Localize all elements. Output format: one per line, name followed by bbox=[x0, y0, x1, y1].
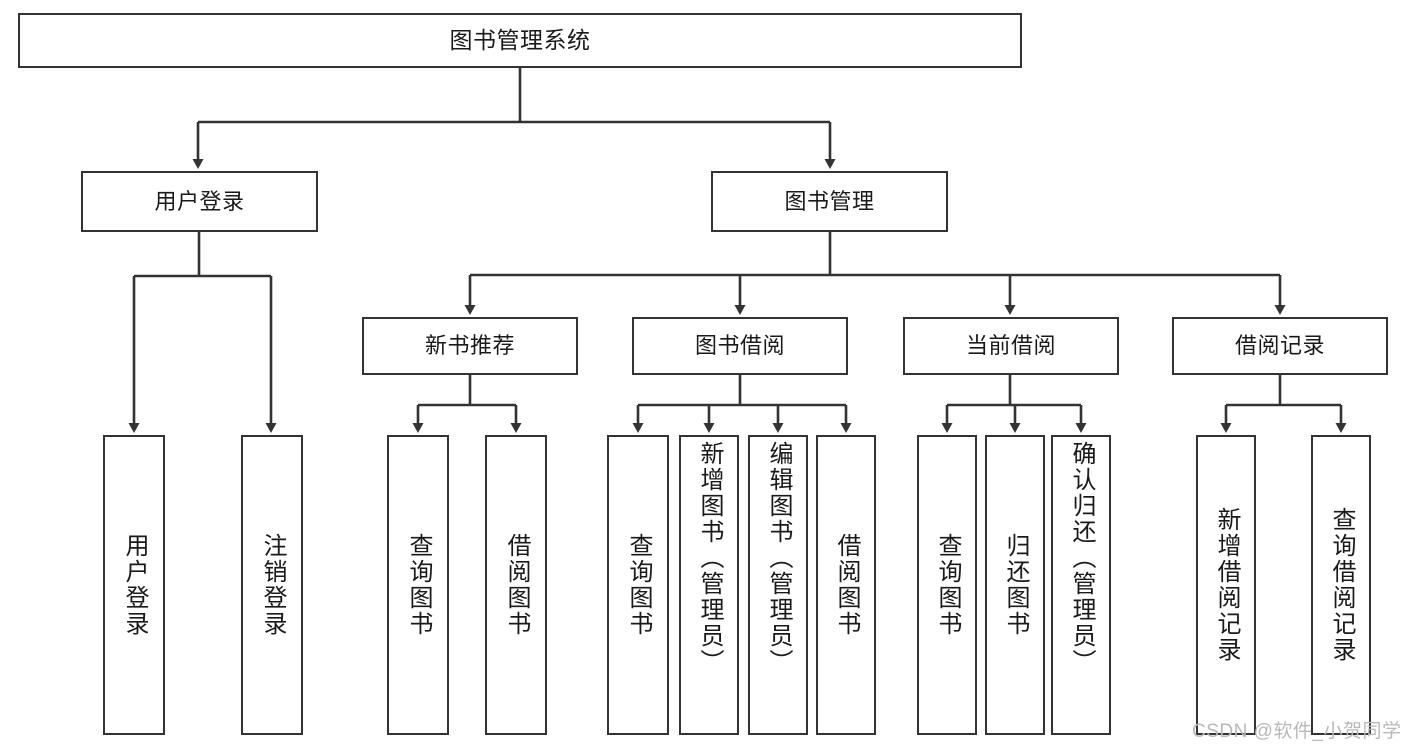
node-leaf-query-book-2-label: 查询图书 bbox=[625, 533, 652, 637]
node-leaf-confirm-return-admin-label: 确认归还（管理员） bbox=[1068, 441, 1095, 675]
node-root-label: 图书管理系统 bbox=[449, 26, 591, 53]
node-borrow-record-label: 借阅记录 bbox=[1234, 333, 1325, 359]
node-new-book-recommend[interactable]: 新书推荐 bbox=[362, 317, 578, 375]
node-leaf-add-book-admin[interactable]: 新增图书（管理员） bbox=[679, 435, 739, 735]
node-leaf-add-book-admin-label: 新增图书（管理员） bbox=[696, 441, 723, 675]
node-current-borrow[interactable]: 当前借阅 bbox=[903, 317, 1119, 375]
node-leaf-user-logout[interactable]: 注销登录 bbox=[241, 435, 303, 735]
node-book-management[interactable]: 图书管理 bbox=[711, 171, 948, 232]
node-leaf-add-borrow-record[interactable]: 新增借阅记录 bbox=[1196, 435, 1256, 735]
node-leaf-return-book[interactable]: 归还图书 bbox=[985, 435, 1045, 735]
node-leaf-query-book-2[interactable]: 查询图书 bbox=[607, 435, 669, 735]
node-book-management-label: 图书管理 bbox=[784, 188, 875, 214]
node-leaf-edit-book-admin[interactable]: 编辑图书（管理员） bbox=[748, 435, 808, 735]
node-leaf-return-book-label: 归还图书 bbox=[1002, 533, 1029, 637]
node-leaf-user-logout-label: 注销登录 bbox=[259, 533, 286, 637]
node-book-borrow-label: 图书借阅 bbox=[694, 333, 785, 359]
node-current-borrow-label: 当前借阅 bbox=[965, 333, 1056, 359]
node-leaf-user-login-label: 用户登录 bbox=[121, 533, 148, 637]
node-leaf-edit-book-admin-label: 编辑图书（管理员） bbox=[765, 441, 792, 675]
node-book-borrow[interactable]: 图书借阅 bbox=[632, 317, 848, 375]
node-leaf-borrow-book-1-label: 借阅图书 bbox=[503, 533, 530, 637]
node-user-login[interactable]: 用户登录 bbox=[81, 171, 318, 232]
node-leaf-borrow-book-1[interactable]: 借阅图书 bbox=[485, 435, 547, 735]
node-leaf-query-book-1[interactable]: 查询图书 bbox=[387, 435, 449, 735]
node-borrow-record[interactable]: 借阅记录 bbox=[1172, 317, 1388, 375]
node-leaf-query-book-3-label: 查询图书 bbox=[934, 533, 961, 637]
node-leaf-query-borrow-record[interactable]: 查询借阅记录 bbox=[1311, 435, 1371, 735]
node-leaf-add-borrow-record-label: 新增借阅记录 bbox=[1213, 507, 1240, 663]
node-new-book-recommend-label: 新书推荐 bbox=[424, 333, 515, 359]
node-user-login-label: 用户登录 bbox=[154, 188, 245, 214]
node-leaf-confirm-return-admin[interactable]: 确认归还（管理员） bbox=[1051, 435, 1111, 735]
node-leaf-query-book-3[interactable]: 查询图书 bbox=[917, 435, 977, 735]
node-leaf-user-login[interactable]: 用户登录 bbox=[103, 435, 165, 735]
node-leaf-borrow-book-2[interactable]: 借阅图书 bbox=[816, 435, 876, 735]
node-leaf-query-book-1-label: 查询图书 bbox=[405, 533, 432, 637]
node-leaf-borrow-book-2-label: 借阅图书 bbox=[833, 533, 860, 637]
node-leaf-query-borrow-record-label: 查询借阅记录 bbox=[1328, 507, 1355, 663]
node-root[interactable]: 图书管理系统 bbox=[18, 13, 1022, 68]
csdn-watermark: CSDN @软件_小贺同学 bbox=[1192, 721, 1402, 742]
